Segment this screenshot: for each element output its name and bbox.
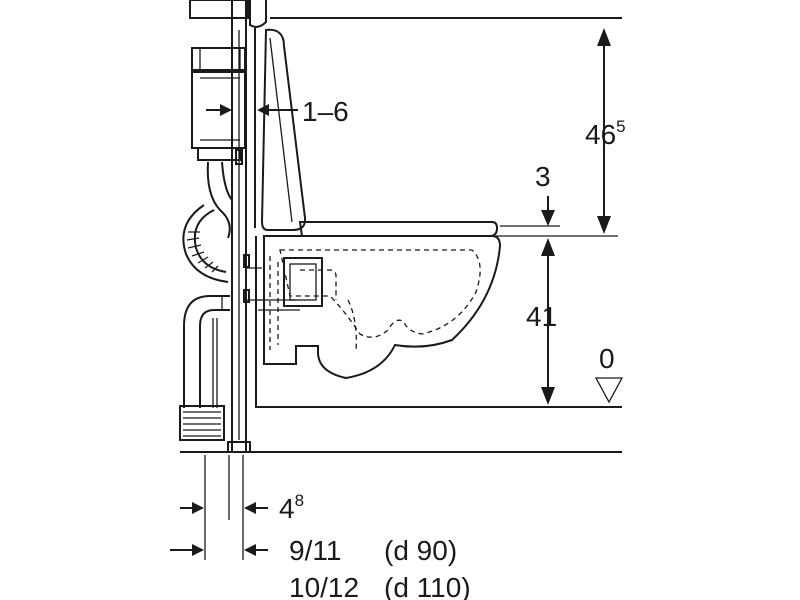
label-frame-offset: 48 [279,491,304,524]
label-pipe-offset-1-note: (d 90) [384,535,457,566]
floor [180,236,622,453]
dim-seat-height: 465 [496,28,626,237]
label-pipe-offset-2-note: (d 110) [384,572,471,600]
label-floor-level: 0 [599,343,615,374]
installation-frame [179,0,267,453]
label-pipe-offset-2: 10/12 [289,572,359,600]
label-pan-height: 41 [526,301,557,332]
label-wall-gap: 1–6 [302,96,349,127]
dim-bottom-offsets: 48 9/11 (d 90) 10/12 (d 110) [170,455,471,600]
dim-seat-gap: 3 [500,161,560,227]
dim-pan-height: 41 [526,238,557,405]
label-seat-height: 465 [585,117,626,150]
dim-wall-gap: 1–6 [206,96,349,127]
toilet-pan [258,221,502,380]
floor-level-marker: 0 [594,343,624,404]
label-pipe-offset-1: 9/11 [289,535,341,566]
label-seat-gap: 3 [535,161,551,192]
